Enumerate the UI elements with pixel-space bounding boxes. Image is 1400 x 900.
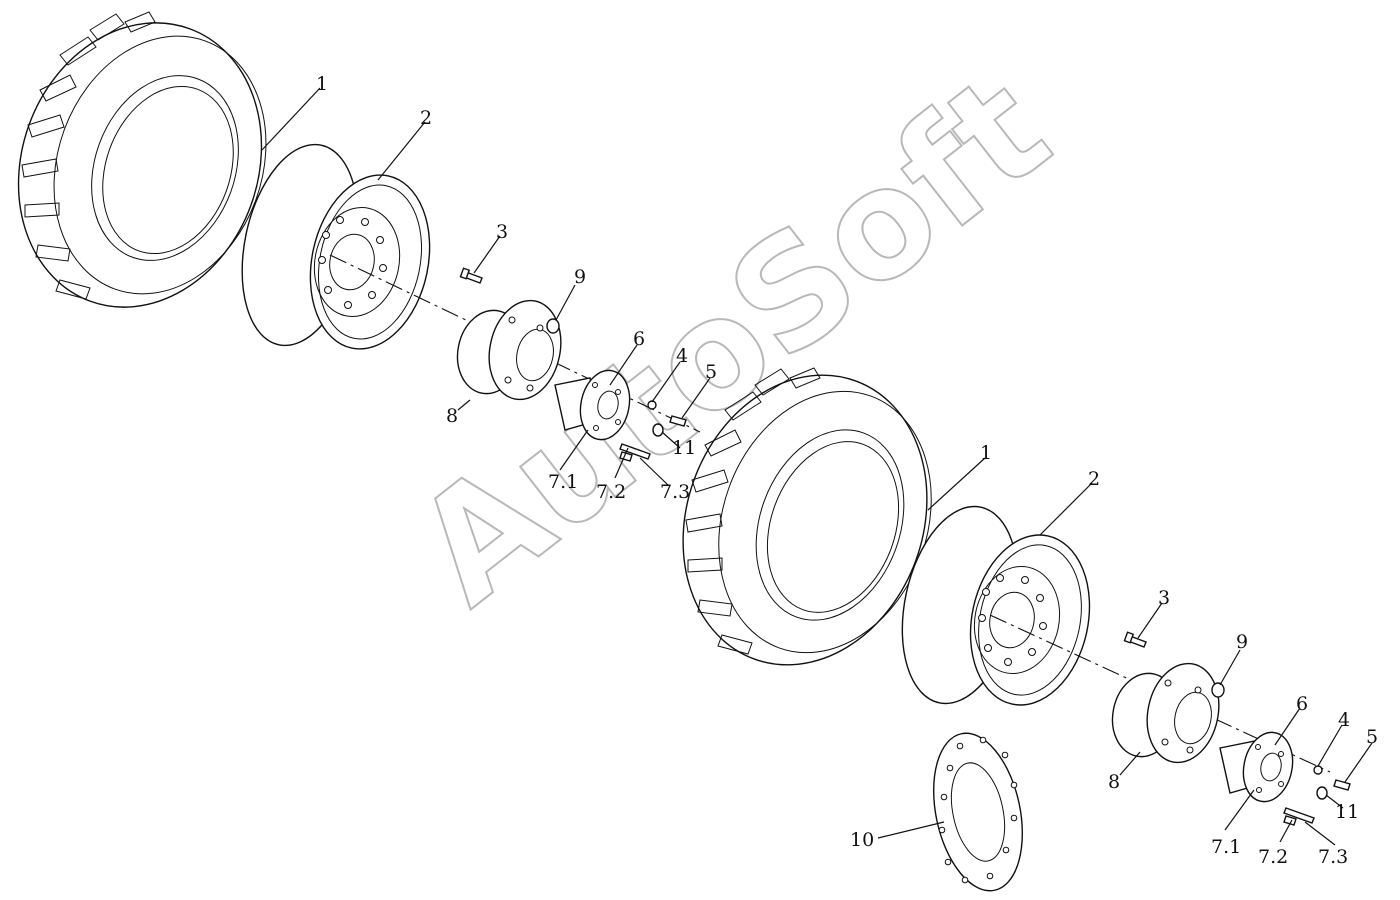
key-7-2-b [1283,807,1315,826]
washer-4-b [1313,765,1323,775]
assembly-b: 1 2 3 9 6 4 5 8 11 7.1 7.2 7.3 [682,367,1378,868]
tire-a [17,11,267,308]
hub-b [1111,662,1220,764]
bolt-5-b [1333,779,1351,791]
leaders-b [927,457,1373,846]
label-a-7-2: 7.2 [596,481,626,503]
label-b-7-1: 7.1 [1211,836,1241,858]
label-a-2: 2 [420,107,432,129]
washer-11-a [652,423,664,437]
label-b-6: 6 [1296,693,1308,715]
label-a-6: 6 [633,328,645,350]
spacer-plate-10-holes [938,736,1018,884]
label-b-4: 4 [1338,709,1350,731]
label-a-9: 9 [574,266,586,288]
label-a-3: 3 [496,221,508,243]
hub-a [456,299,562,401]
spacer-plate-10: 10 [850,732,1024,892]
label-b-8: 8 [1108,771,1120,793]
assembly-a: 1 2 3 9 6 4 5 8 11 7.1 7.2 7.3 [17,11,717,503]
label-a-7-1: 7.1 [548,471,578,493]
bolt-3-b [1123,631,1147,648]
label-b-3: 3 [1158,587,1170,609]
label-a-11: 11 [672,437,696,459]
flange-6-b [1219,731,1294,803]
label-b-5: 5 [1366,726,1378,748]
nut-9-a [546,318,560,334]
label-b-7-3: 7.3 [1318,846,1348,868]
label-b-11: 11 [1335,801,1359,823]
label-c-10: 10 [850,829,874,851]
label-b-7-2: 7.2 [1258,846,1288,868]
nut-9-b [1211,682,1225,698]
label-a-4: 4 [676,345,688,367]
label-a-7-3: 7.3 [660,481,690,503]
label-a-1: 1 [316,73,328,95]
label-a-8: 8 [446,405,458,427]
axis-line-a [329,254,701,433]
label-a-5: 5 [705,361,717,383]
flange-6-a [554,369,631,441]
rim-b-bolt-holes [978,574,1047,666]
label-b-9: 9 [1236,631,1248,653]
label-b-2: 2 [1088,468,1100,490]
label-b-1: 1 [980,442,992,464]
bolt-5-a [669,415,687,427]
rim-b [901,505,1091,706]
rim-a [241,143,431,350]
leaders-a [261,87,711,486]
washer-4-a [647,400,657,410]
washer-11-b [1316,786,1328,800]
rim-a-bolt-holes [318,216,387,309]
tire-b [682,367,932,666]
bolt-3-a [459,267,483,284]
